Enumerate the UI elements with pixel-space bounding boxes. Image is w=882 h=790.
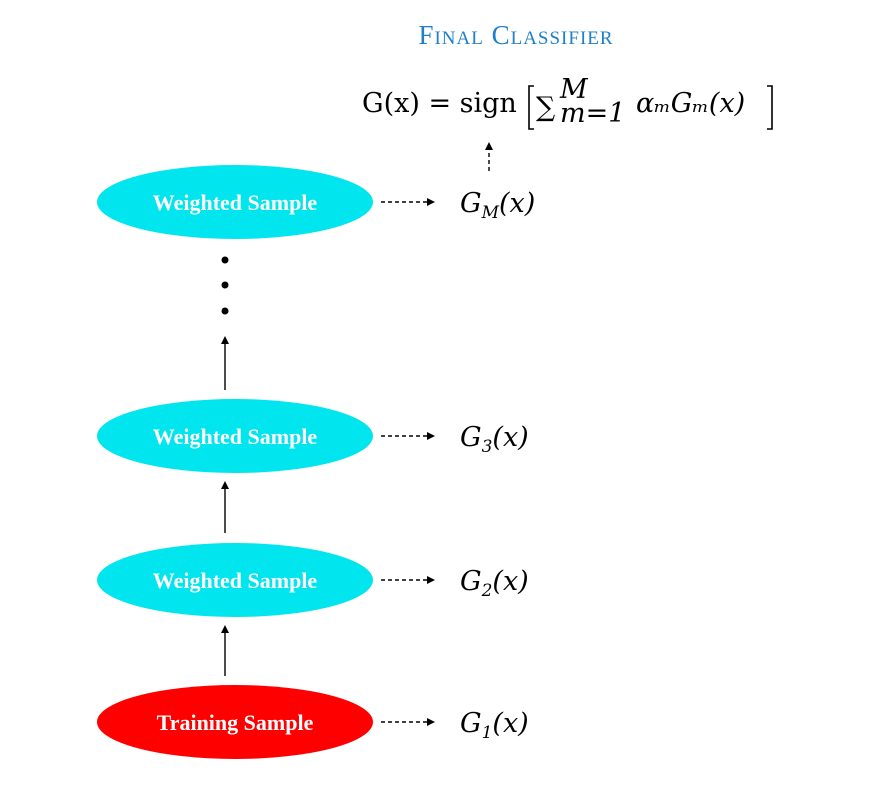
classifier-subscript: 2 [481, 581, 493, 601]
training-sample-node: Training Sample [97, 685, 373, 759]
ellipsis-dot [221, 307, 229, 315]
left-bracket [528, 85, 534, 130]
sum-symbol: ∑ [536, 92, 555, 123]
classifier-subscript: 3 [482, 437, 493, 457]
classifier-argument: (x) [499, 188, 535, 219]
formula-lhs: G(x) = sign [362, 88, 517, 119]
classifier-base: G [460, 708, 482, 739]
ellipsis-dot [221, 281, 229, 289]
diagram-title: Final Classifier [418, 20, 613, 50]
classifier-label-3: G3(x) [460, 422, 529, 457]
weighted-sample-node-m: Weighted Sample [97, 165, 373, 239]
right-bracket [767, 85, 773, 130]
classifier-base: G [460, 566, 482, 597]
classifier-argument: (x) [492, 708, 528, 739]
classifier-label-1: G1(x) [460, 708, 529, 743]
classifier-base: G [460, 422, 482, 453]
sum-lower-limit: m=1 [560, 98, 625, 129]
sum-upper-limit: M [559, 74, 589, 105]
node-label: Weighted Sample [153, 424, 318, 449]
node-ellipse [97, 543, 373, 617]
node-ellipse [97, 685, 373, 759]
formula-term: αₘGₘ(x) [636, 88, 745, 119]
weighted-sample-node-3: Weighted Sample [97, 399, 373, 473]
classifier-argument: (x) [492, 422, 528, 453]
node-label: Weighted Sample [153, 190, 318, 215]
classifier-base: G [460, 188, 482, 219]
node-label: Training Sample [157, 710, 314, 735]
node-label: Weighted Sample [153, 568, 318, 593]
weighted-sample-node-2: Weighted Sample [97, 543, 373, 617]
classifier-argument: (x) [492, 566, 528, 597]
classifier-label-2: G2(x) [460, 566, 529, 601]
node-ellipse [97, 399, 373, 473]
node-ellipse [97, 165, 373, 239]
classifier-label-m: GM(x) [460, 188, 535, 223]
final-classifier-formula: G(x) = sign ∑ M m=1 αₘGₘ(x) [362, 74, 773, 130]
classifier-subscript: 1 [482, 723, 493, 743]
ellipsis-dot [221, 256, 229, 264]
classifier-subscript: M [481, 203, 500, 223]
